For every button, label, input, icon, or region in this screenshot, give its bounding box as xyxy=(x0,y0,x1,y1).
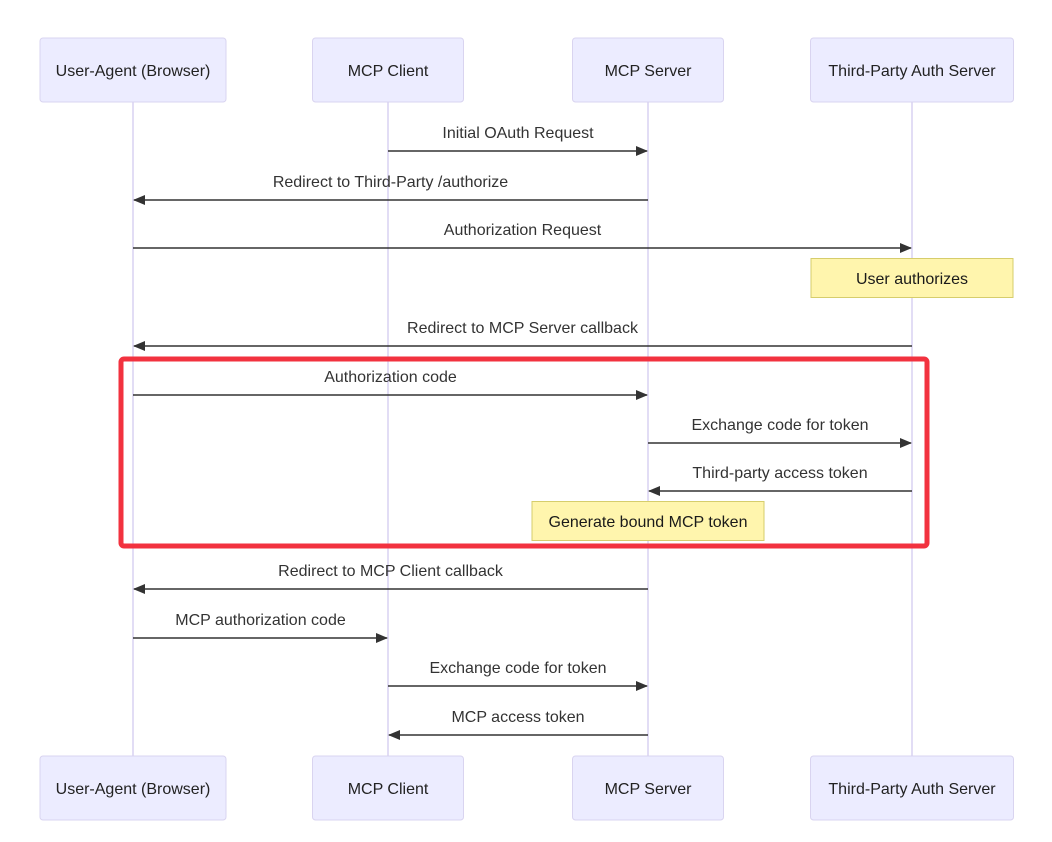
message-1: Redirect to Third-Party /authorize xyxy=(133,174,648,205)
message-label: Initial OAuth Request xyxy=(442,125,594,142)
note: Generate bound MCP token xyxy=(531,501,765,541)
actor-ua-bottom: User-Agent (Browser) xyxy=(39,755,227,821)
actor-ua-top: User-Agent (Browser) xyxy=(39,37,227,103)
highlight-box xyxy=(118,356,930,549)
message-label: Redirect to MCP Server callback xyxy=(407,320,639,337)
actor-auth-top: Third-Party Auth Server xyxy=(810,37,1014,103)
actor-server-bottom: MCP Server xyxy=(572,755,724,821)
actor-server-top: MCP Server xyxy=(572,37,724,103)
actor-label: Third-Party Auth Server xyxy=(828,781,996,798)
message-label: MCP authorization code xyxy=(175,612,346,629)
note-text: User authorizes xyxy=(856,271,968,288)
actor-label: Third-Party Auth Server xyxy=(828,63,996,80)
actor-box xyxy=(572,755,724,821)
message-0: Initial OAuth Request xyxy=(388,125,648,156)
message-4: Redirect to MCP Server callback xyxy=(133,320,912,351)
actor-auth-bottom: Third-Party Auth Server xyxy=(810,755,1014,821)
actor-box xyxy=(39,755,227,821)
message-label: MCP access token xyxy=(451,709,584,726)
message-9: Redirect to MCP Client callback xyxy=(133,563,648,594)
message-label: Third-party access token xyxy=(692,465,867,482)
actor-client-bottom: MCP Client xyxy=(312,755,464,821)
note: User authorizes xyxy=(810,258,1014,298)
message-label: Exchange code for token xyxy=(429,660,606,677)
message-6: Exchange code for token xyxy=(648,417,912,448)
actor-box xyxy=(312,755,464,821)
message-label: Redirect to Third-Party /authorize xyxy=(273,174,508,191)
message-label: Exchange code for token xyxy=(691,417,868,434)
message-2: Authorization Request xyxy=(133,222,912,253)
message-5: Authorization code xyxy=(133,369,648,400)
message-label: Authorization code xyxy=(324,369,457,386)
note-box xyxy=(531,501,765,541)
actor-label: MCP Client xyxy=(348,781,429,798)
actor-label: MCP Server xyxy=(605,63,693,80)
note-box xyxy=(810,258,1014,298)
actor-label: MCP Server xyxy=(605,781,693,798)
actor-label: User-Agent (Browser) xyxy=(56,63,211,80)
actor-client-top: MCP Client xyxy=(312,37,464,103)
message-11: Exchange code for token xyxy=(388,660,648,691)
actor-box xyxy=(572,37,724,103)
message-label: Authorization Request xyxy=(444,222,602,239)
actor-box xyxy=(39,37,227,103)
actor-label: MCP Client xyxy=(348,63,429,80)
message-7: Third-party access token xyxy=(648,465,912,496)
actor-box xyxy=(312,37,464,103)
actor-box xyxy=(810,37,1014,103)
note-text: Generate bound MCP token xyxy=(549,514,748,531)
actor-box xyxy=(810,755,1014,821)
actor-label: User-Agent (Browser) xyxy=(56,781,211,798)
message-12: MCP access token xyxy=(388,709,648,740)
message-label: Redirect to MCP Client callback xyxy=(278,563,504,580)
message-10: MCP authorization code xyxy=(133,612,388,643)
